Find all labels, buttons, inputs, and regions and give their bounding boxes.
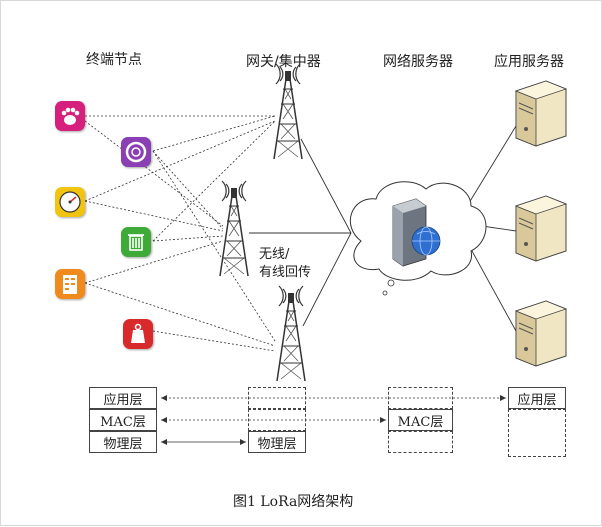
network-server-phy-layer-empty [388, 431, 453, 453]
gateway-phy-layer: 物理层 [248, 431, 306, 453]
end-node-app-layer: 应用层 [89, 387, 157, 409]
end-node-phy-layer: 物理层 [89, 431, 157, 453]
network-server-mac-layer: MAC层 [388, 409, 453, 431]
app-server-app-layer: 应用层 [508, 387, 566, 409]
trash-bin-icon [121, 227, 151, 257]
header-app-server: 应用服务器 [494, 54, 564, 70]
network-server-app-layer-empty [388, 387, 453, 409]
backhaul-label-line1: 无线/ [259, 247, 290, 262]
figure-caption: 图1 LoRa网络架构 [233, 494, 354, 510]
app-server-lower-layers-empty [508, 409, 566, 457]
tag-icon [123, 319, 153, 349]
gauge-icon [55, 187, 85, 217]
ring-icon [121, 137, 151, 167]
header-gateway: 网关/集中器 [246, 54, 321, 70]
paw-icon [55, 101, 85, 131]
gateway-app-layer-empty [248, 387, 306, 409]
end-node-mac-layer: MAC层 [89, 409, 157, 431]
header-end-nodes: 终端节点 [86, 52, 142, 68]
header-network-server: 网络服务器 [383, 54, 453, 70]
gateway-mac-layer-empty [248, 409, 306, 431]
locker-icon [55, 269, 85, 299]
backhaul-label-line2: 有线回传 [259, 265, 312, 280]
